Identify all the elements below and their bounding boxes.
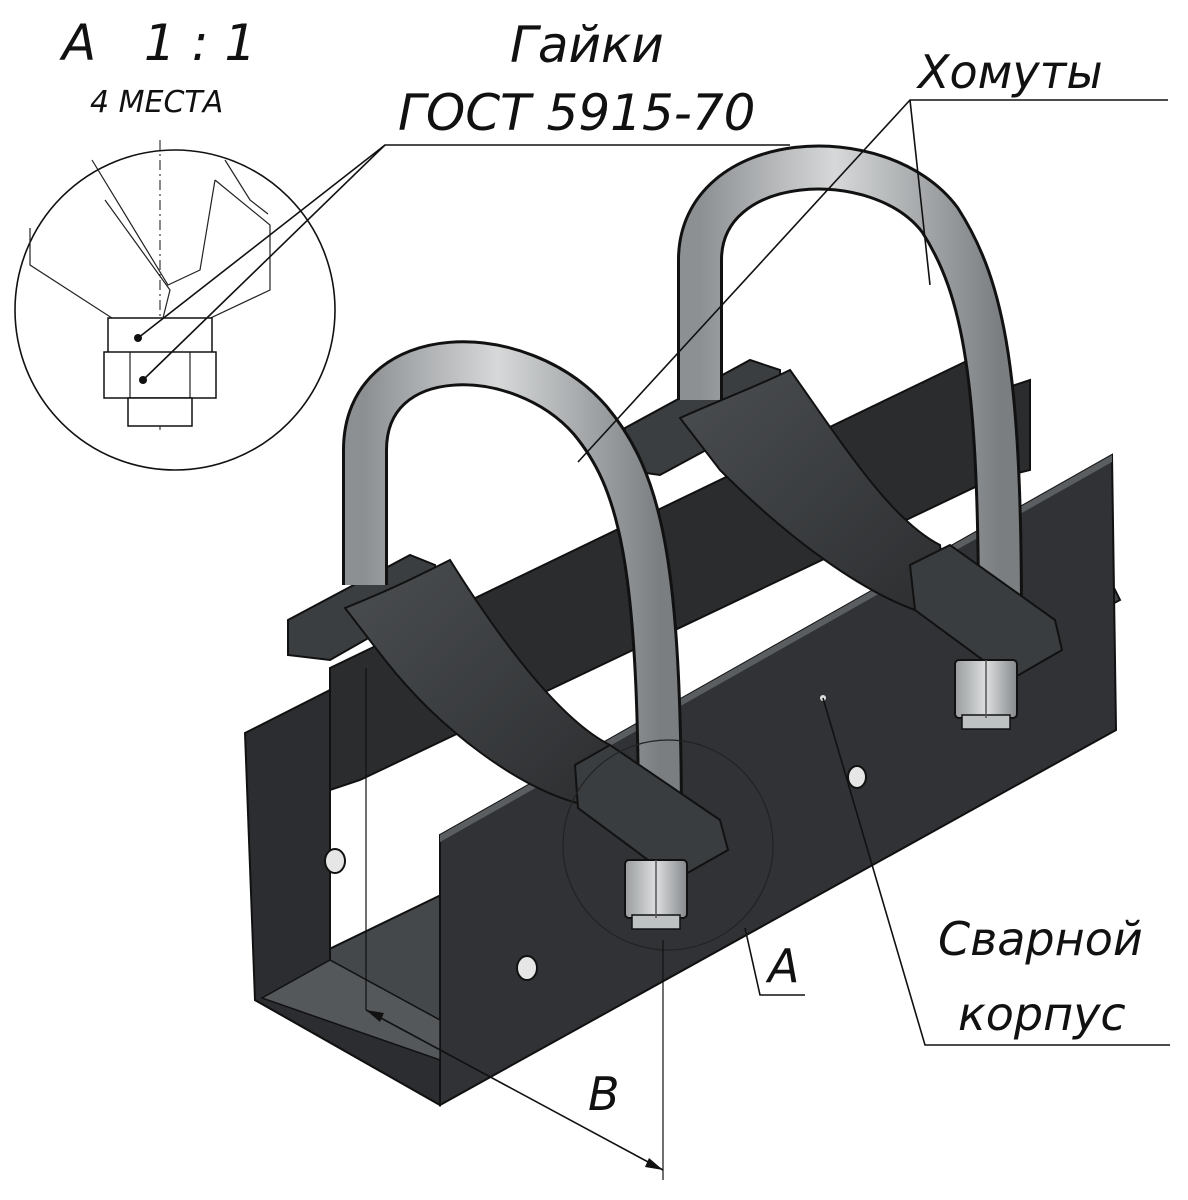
detail-places-label: 4 МЕСТА — [90, 85, 223, 120]
detail-a-marker — [562, 739, 774, 951]
leader-lines — [137, 99, 1170, 1180]
u-bolt-front-body — [345, 343, 680, 831]
detail-nut-upper — [107, 317, 213, 357]
body-label-line1: Сварной — [938, 912, 1143, 966]
nuts-label-line1: Гайки — [510, 16, 664, 74]
housing-inner-channel — [260, 959, 441, 1062]
mounting-hole — [847, 765, 867, 789]
labels: А 1 : 1 4 МЕСТА Гайки ГОСТ 5915-70 Хомут… — [59, 14, 1143, 1121]
nuts-label-line2: ГОСТ 5915-70 — [398, 84, 755, 142]
detail-scale-label: А 1 : 1 — [59, 14, 256, 72]
nut-rear — [954, 659, 1018, 730]
mounting-hole — [324, 848, 346, 874]
mounting-hole — [516, 955, 538, 981]
clamp-bracket-rear — [908, 543, 1064, 682]
detail-bracket-lip — [224, 159, 269, 215]
body-leader — [822, 697, 1170, 1046]
detail-bracket-inner — [91, 159, 216, 286]
body-label-line2: корпус — [958, 987, 1126, 1041]
detail-nut-lower — [103, 351, 217, 399]
clamp-front — [287, 340, 730, 930]
dimension-arrow — [645, 1158, 663, 1170]
clamp-bracket-front — [573, 743, 730, 882]
dimension-arrow — [366, 1010, 384, 1022]
u-bolt-rear-body — [680, 147, 1020, 621]
clamp-saddle-rear — [678, 368, 943, 612]
detail-ref-label: А — [765, 939, 799, 993]
clamp-rear — [624, 144, 1064, 730]
detail-view-a — [14, 140, 336, 471]
detail-a-leader — [744, 927, 805, 996]
dimension-line-b — [365, 1009, 664, 1171]
nut-front — [624, 859, 688, 930]
clamps-label: Хомуты — [916, 45, 1103, 99]
dimension-b-label: В — [588, 1067, 620, 1121]
detail-bolt-end — [127, 397, 193, 427]
